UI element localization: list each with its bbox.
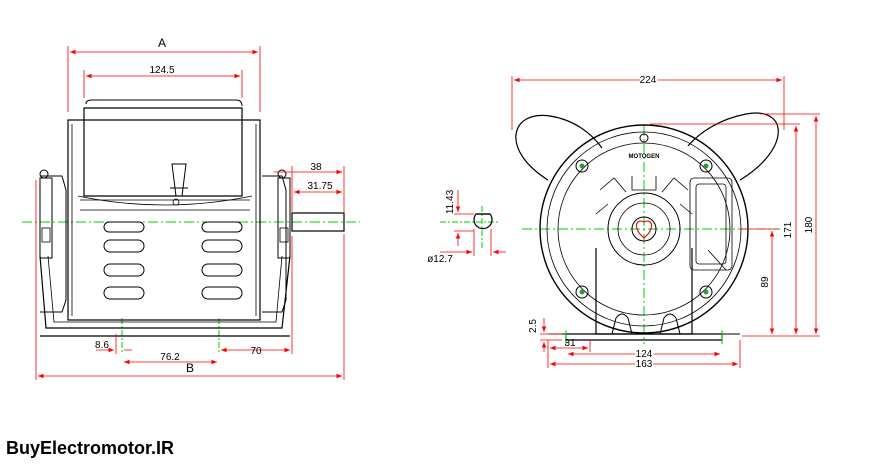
dim-124-label: 124 [636, 349, 653, 360]
dim-a-label: A [158, 36, 166, 50]
dim-76-2-label: 76.2 [160, 352, 180, 363]
dim-180-label: 180 [804, 216, 815, 233]
dim-2-5-label: 2.5 [528, 319, 539, 333]
dim-70-label: 70 [250, 346, 262, 357]
dim-11-43-label: 11.43 [445, 189, 456, 214]
dim-31-75-label: 31.75 [307, 181, 332, 192]
logo-icon [635, 220, 653, 239]
dim-38-label: 38 [310, 162, 322, 173]
dim-b-label: B [186, 361, 194, 375]
front-view: MOTOGEN 224 [511, 74, 820, 372]
dim-dia-12-7-label: ø12.7 [427, 254, 453, 265]
nameplate-text: MOTOGEN [629, 154, 660, 160]
dim-89-label: 89 [760, 276, 771, 288]
shaft-detail: 11.43 ø12.7 [427, 189, 506, 265]
dim-124-5-label: 124.5 [149, 65, 174, 76]
brand-watermark: BuyElectromotor.IR [6, 438, 175, 458]
side-view: A 124.5 38 31.75 8.6 76.2 70 B [22, 36, 360, 380]
dim-163-label: 163 [636, 359, 653, 370]
dim-171-label: 171 [783, 221, 794, 238]
dim-224-label: 224 [640, 75, 657, 86]
dim-8-6-label: 8.6 [95, 340, 109, 351]
dim-31-label: 31 [564, 338, 576, 349]
